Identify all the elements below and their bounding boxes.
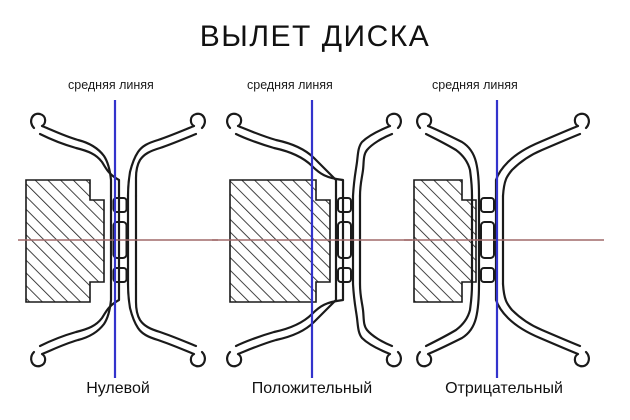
diagram-panel-zero-offset: средняя линяя (18, 78, 218, 408)
caption-negative: Отрицательный (445, 380, 563, 397)
wheel-cross-section-positive (212, 100, 412, 378)
caption-zero: Нулевой (86, 380, 150, 397)
hub-block-positive (229, 179, 331, 303)
centerline-label-negative: средняя линяя (432, 78, 518, 92)
rim-outline-negative (416, 112, 590, 368)
hub-block-negative (413, 179, 477, 303)
centerline-label-zero: средняя линяя (68, 78, 154, 92)
wheel-cross-section-zero (18, 100, 218, 378)
diagram-panel-negative-offset: средняя линяя (404, 78, 604, 408)
caption-positive: Положительный (251, 380, 373, 397)
diagram-panel-positive-offset: средняя линяя (212, 78, 412, 408)
wheel-cross-section-negative (404, 100, 604, 378)
centerline-label-positive: средняя линяя (247, 78, 333, 92)
hub-block-zero (25, 179, 105, 303)
page-title: ВЫЛЕТ ДИСКА (199, 20, 431, 53)
